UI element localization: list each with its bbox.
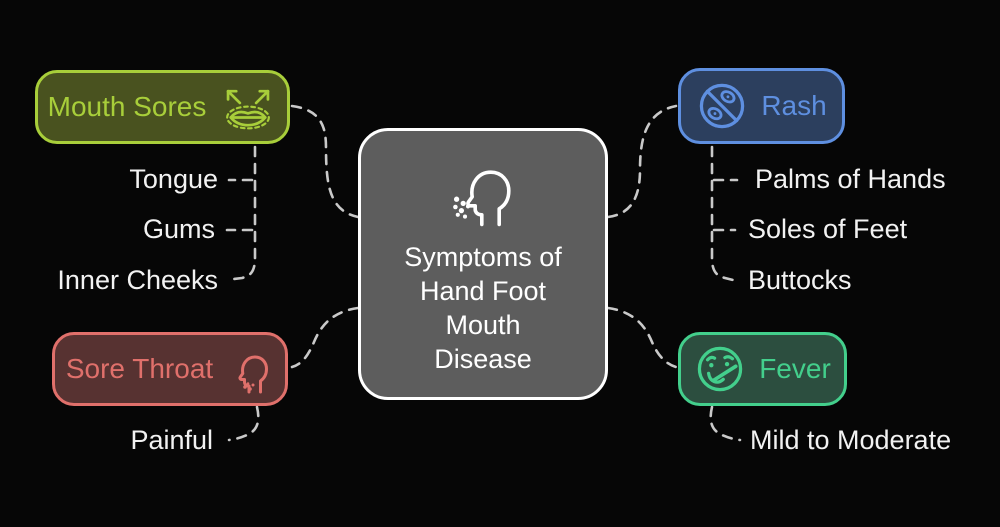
fever-face-icon — [694, 343, 746, 395]
branch-label-mouth-sores: Mouth Sores — [47, 91, 207, 122]
center-title-line-3: Mouth — [445, 310, 521, 340]
leaf-buttocks: Buttocks — [748, 265, 852, 295]
center-title-line-4: Disease — [434, 344, 532, 374]
branch-label-rash: Rash — [761, 90, 827, 121]
leaf-palms-of-hands: Palms of Hands — [755, 164, 946, 194]
no-germs-icon — [696, 80, 748, 132]
connector-fever-to-mild — [709, 405, 742, 442]
leaf-inner-cheeks: Inner Cheeks — [57, 265, 218, 295]
leaf-gums: Gums — [142, 214, 215, 244]
leaf-tongue: Tongue — [129, 164, 218, 194]
coughing-head-icon — [443, 156, 523, 228]
leaf-painful: Painful — [130, 425, 213, 455]
connector-mouth-sores-children-spine — [232, 145, 257, 281]
branch-node-rash: Rash — [678, 68, 845, 144]
connector-rash-children-spine — [710, 145, 735, 282]
connector-mouth-sores-to-center — [290, 104, 360, 219]
connector-sore-throat-to-painful — [227, 405, 260, 442]
center-node-symptoms: Symptoms of Hand Foot Mouth Disease — [358, 128, 608, 400]
branch-node-fever: Fever — [678, 332, 847, 406]
branch-node-mouth-sores: Mouth Sores — [35, 70, 290, 144]
spreading-lips-icon — [219, 83, 277, 132]
branch-node-sore-throat: Sore Throat — [52, 332, 288, 406]
connector-center-to-sore-throat — [290, 306, 360, 369]
sore-throat-head-icon — [226, 343, 274, 395]
leaf-soles-of-feet: Soles of Feet — [748, 214, 908, 244]
leaf-mild-to-moderate: Mild to Moderate — [750, 425, 952, 455]
center-title-line-2: Hand Foot — [419, 276, 547, 306]
branch-label-sore-throat: Sore Throat — [65, 353, 214, 384]
branch-label-fever: Fever — [759, 353, 831, 384]
connector-center-to-rash — [606, 104, 678, 219]
connector-center-to-fever — [606, 306, 678, 369]
center-title-line-1: Symptoms of — [404, 242, 562, 272]
